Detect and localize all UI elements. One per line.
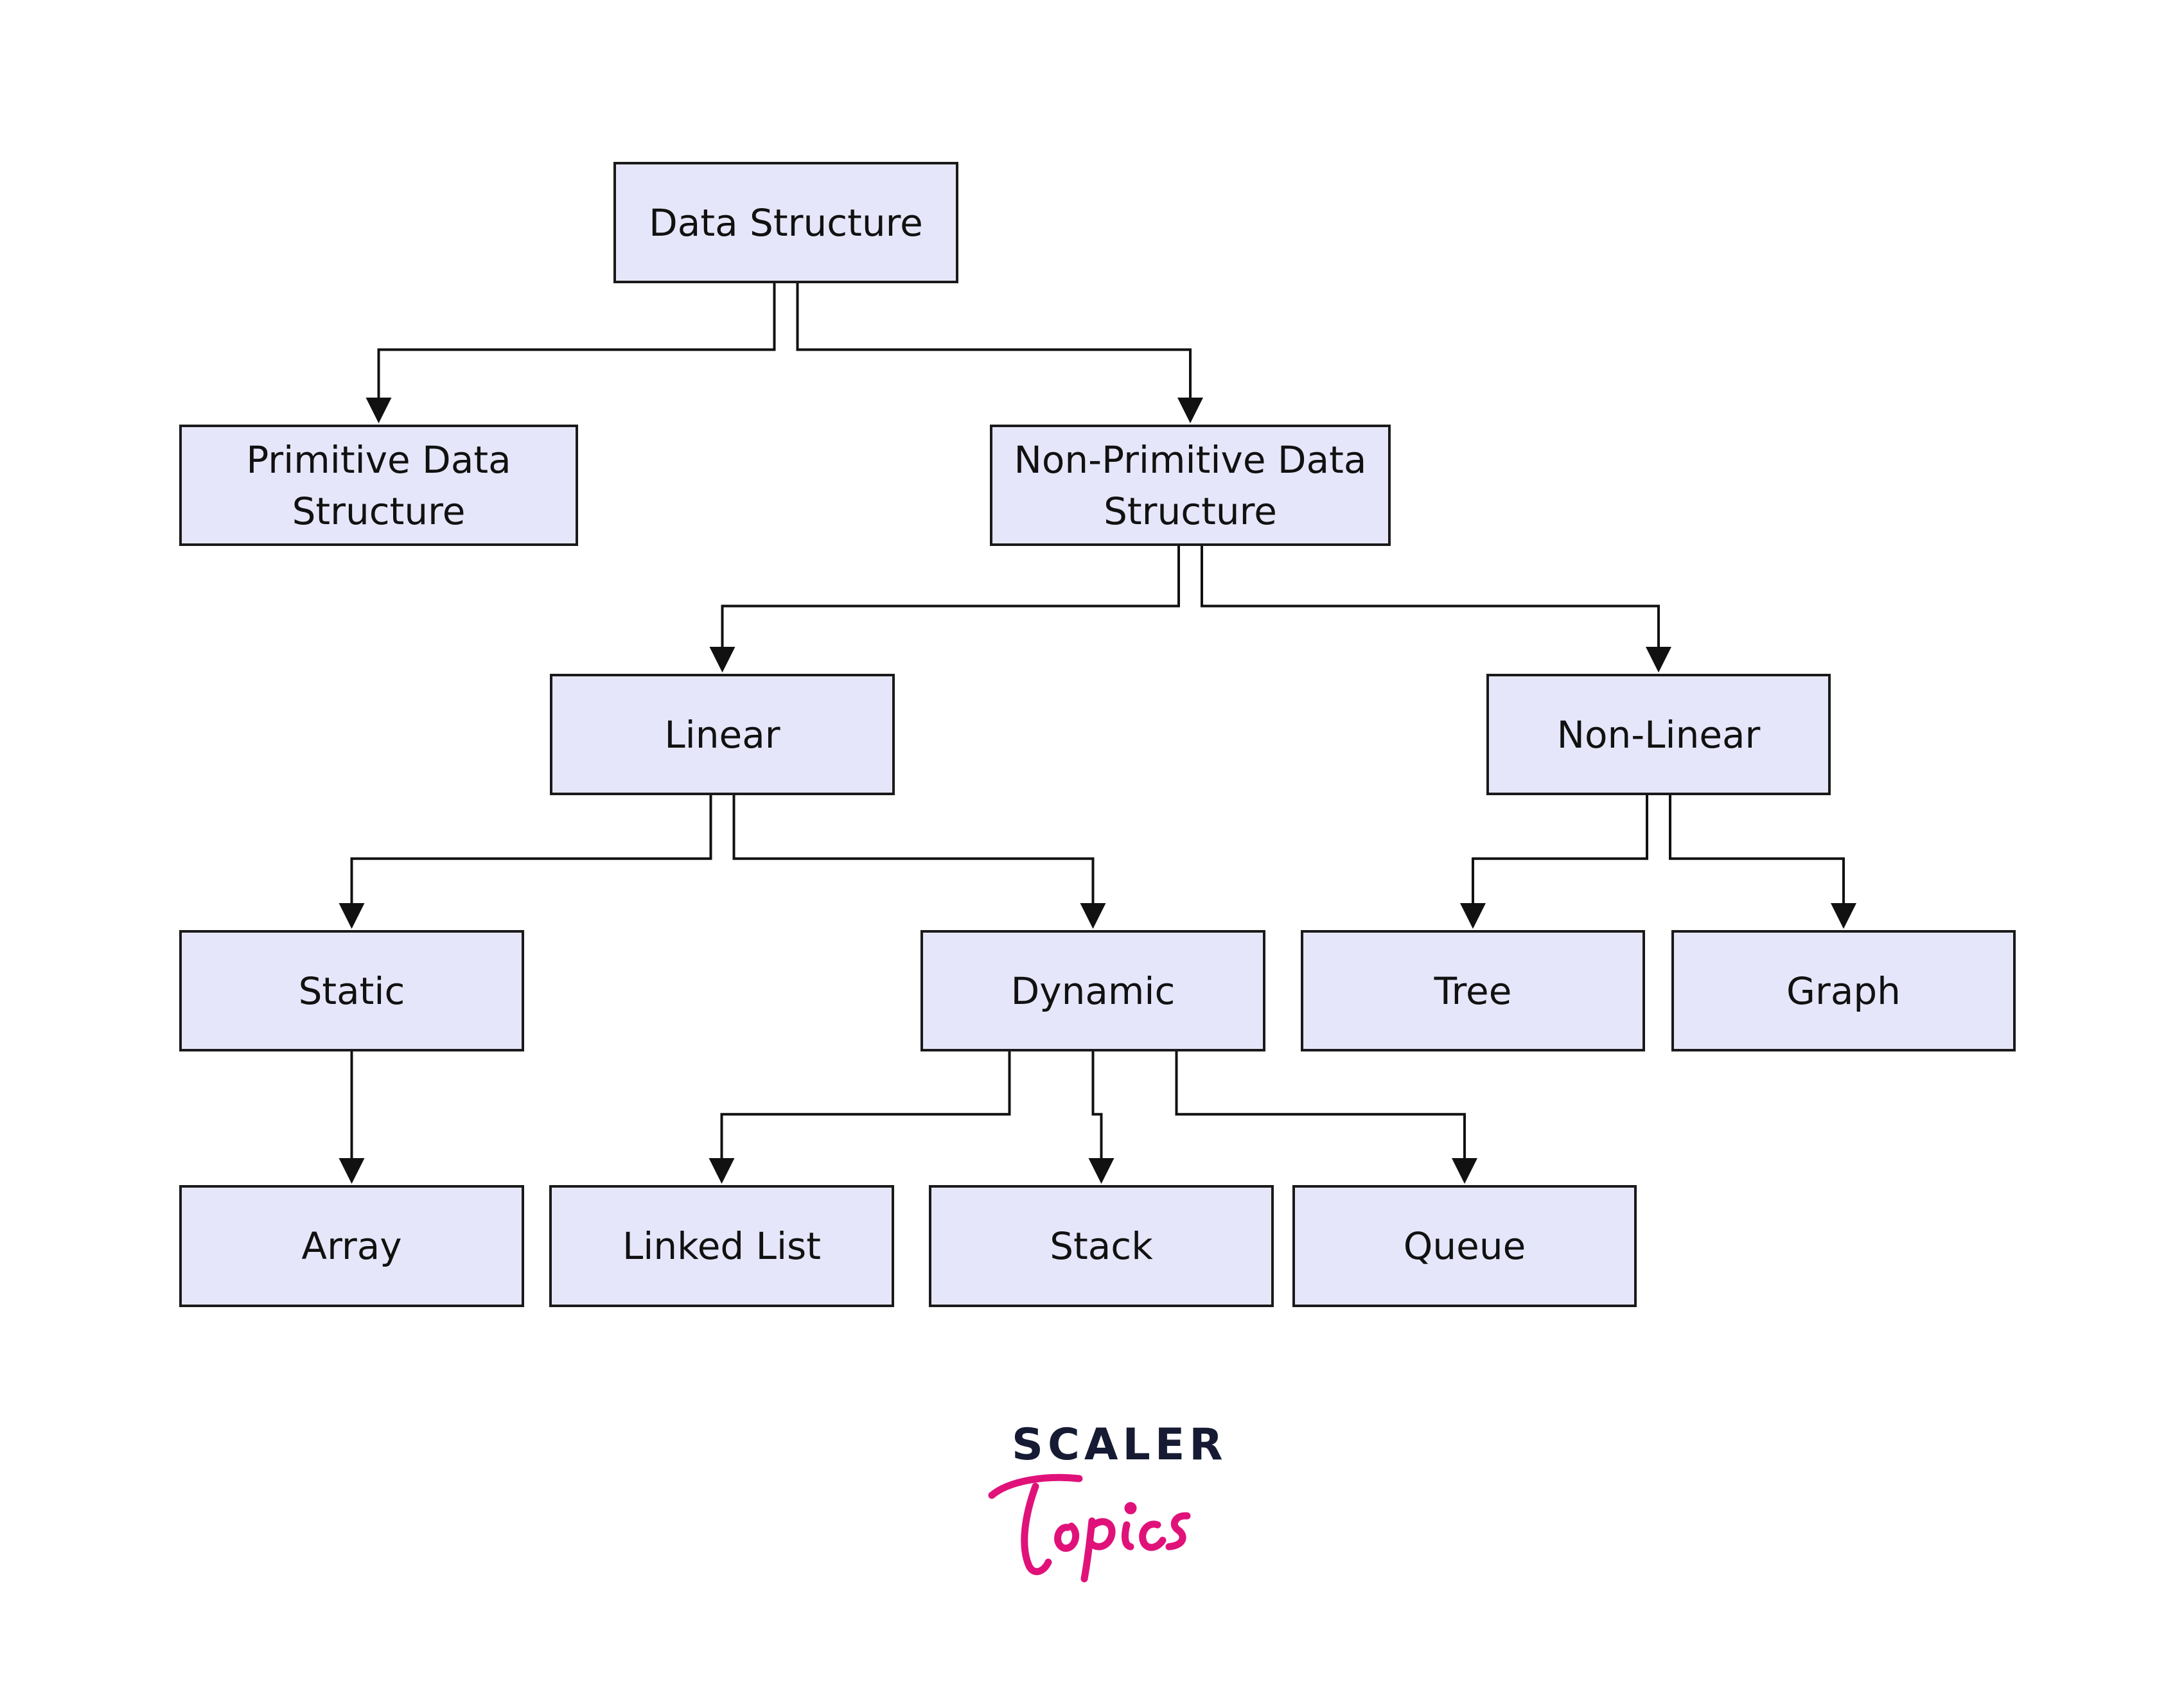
node-label: Data Structure [649, 200, 923, 245]
node-primitive-data-structure: Primitive Data Structure [179, 425, 578, 546]
node-label: Linked List [622, 1224, 822, 1268]
edge-dynamic-to-queue [1175, 1051, 1477, 1184]
node-label: Array [301, 1224, 402, 1268]
logo-brand: SCALER [1012, 1420, 1228, 1470]
edge-non-primitive-to-non-linear [1201, 546, 1671, 673]
logo-topics-wordmark [988, 1473, 1191, 1583]
node-stack: Stack [929, 1185, 1274, 1307]
node-label: Stack [1050, 1224, 1153, 1268]
edge-data-structure-to-primitive [365, 283, 776, 423]
node-array: Array [179, 1185, 524, 1307]
node-dynamic: Dynamic [920, 930, 1265, 1051]
node-static: Static [179, 930, 524, 1051]
node-tree: Tree [1301, 930, 1645, 1051]
node-label: Dynamic [1010, 969, 1176, 1013]
edge-data-structure-to-non-primitive [796, 283, 1203, 423]
node-label: Primitive Data Structure [246, 437, 511, 533]
edge-linear-to-dynamic [732, 795, 1106, 929]
node-non-primitive-data-structure: Non-Primitive Data Structure [990, 425, 1391, 546]
node-label: Non-Linear [1556, 712, 1761, 757]
edge-dynamic-to-linked-list [709, 1051, 1011, 1184]
node-data-structure: Data Structure [613, 162, 958, 283]
node-graph: Graph [1671, 930, 2016, 1051]
edge-non-primitive-to-linear [709, 546, 1180, 673]
edge-non-linear-to-tree [1460, 795, 1648, 929]
node-label: Linear [664, 712, 780, 757]
node-label: Queue [1403, 1224, 1526, 1268]
node-label: Tree [1434, 969, 1512, 1013]
node-non-linear: Non-Linear [1486, 674, 1831, 795]
edge-dynamic-to-stack [1088, 1051, 1114, 1184]
node-label: Static [298, 969, 405, 1013]
scaler-topics-logo: SCALER [983, 1420, 1223, 1587]
node-linked-list: Linked List [549, 1185, 894, 1307]
node-label: Graph [1786, 969, 1901, 1013]
node-linear: Linear [550, 674, 895, 795]
node-label: Non-Primitive Data Structure [1014, 437, 1367, 533]
edge-non-linear-to-graph [1669, 795, 1856, 929]
edge-linear-to-static [339, 795, 712, 929]
node-queue: Queue [1292, 1185, 1637, 1307]
